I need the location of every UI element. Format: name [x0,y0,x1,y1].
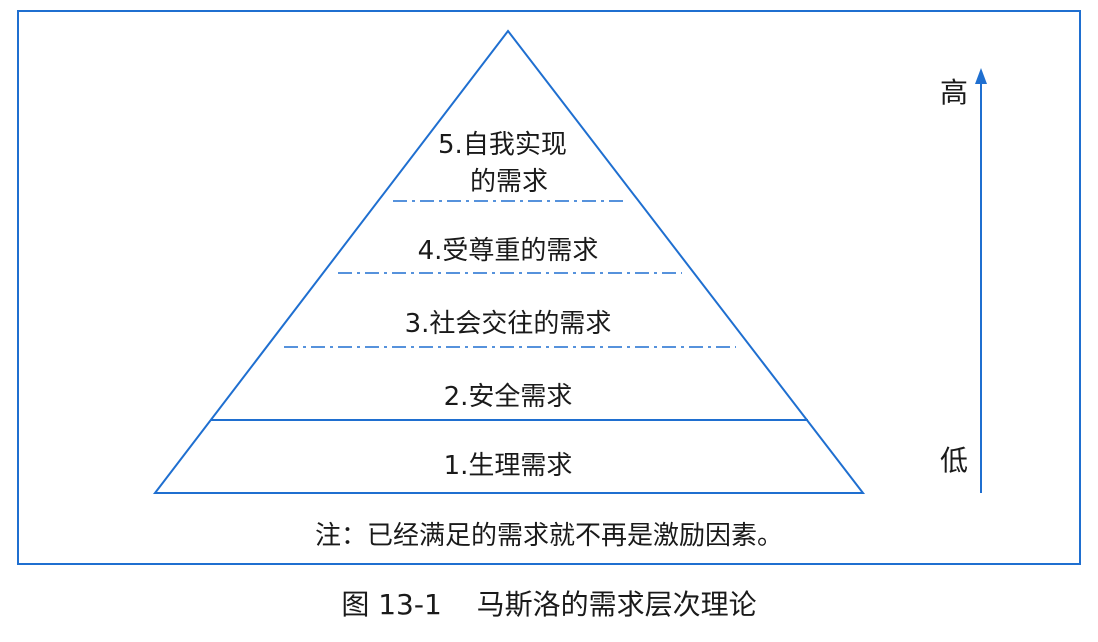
figure-caption: 图 13-1 马斯洛的需求层次理论 [341,588,756,621]
level-2-label: 2.安全需求 [444,382,573,412]
figure-frame [17,10,1081,565]
level-3-label: 3.社会交往的需求 [405,309,612,339]
figure-title: 马斯洛的需求层次理论 [477,588,757,621]
axis-top-label: 高 [940,76,968,109]
figure-number: 图 13-1 [341,588,441,621]
diagram-note: 注：已经满足的需求就不再是激励因素。 [315,521,783,551]
level-4-label: 4.受尊重的需求 [418,236,599,266]
level-1-label: 1.生理需求 [444,451,573,481]
level-5-label-line-1: 5.自我实现 [438,130,567,160]
level-5-label-line-2: 的需求 [470,167,548,197]
arrow-up-icon [975,68,987,84]
axis-bottom-label: 低 [940,444,968,477]
pyramid-outline [152,29,866,494]
